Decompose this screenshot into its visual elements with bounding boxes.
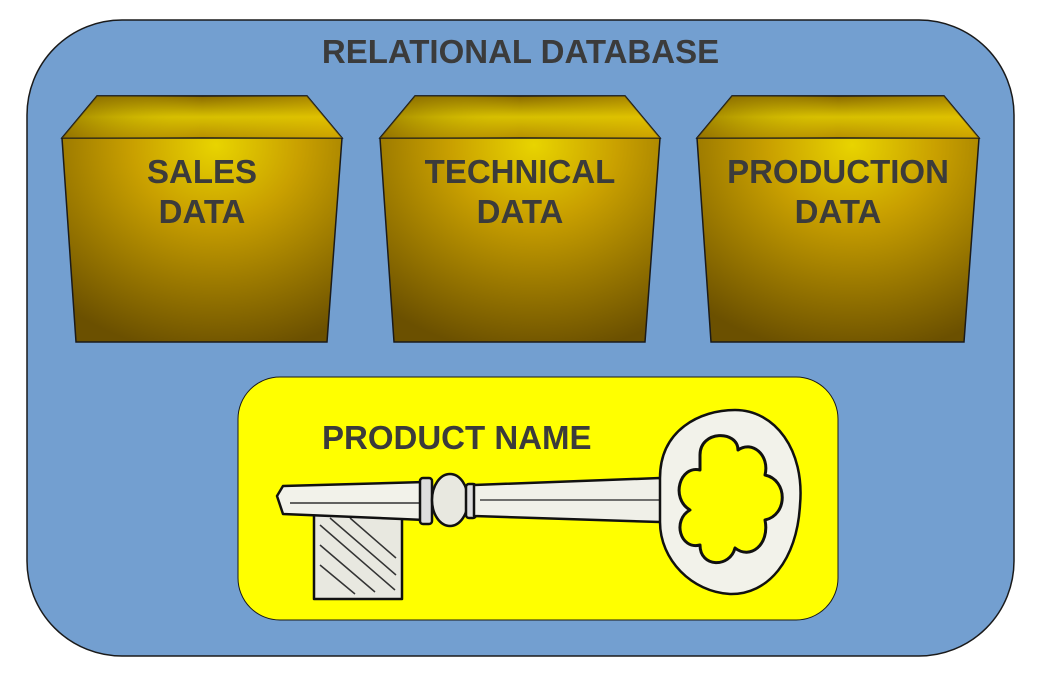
product-name-label: PRODUCT NAME: [322, 419, 592, 456]
technical-data-label: TECHNICAL DATA: [380, 152, 660, 232]
key-icon: [275, 408, 802, 601]
production-data-box: [695, 95, 981, 343]
production-data-label: PRODUCTION DATA: [697, 152, 979, 232]
production-data-label-line2: DATA: [794, 193, 882, 230]
database-title: RELATIONAL DATABASE: [321, 33, 720, 70]
technical-data-box: [378, 95, 662, 343]
technical-data-label-line2: DATA: [476, 193, 564, 230]
sales-data-label: SALES DATA: [62, 152, 342, 232]
production-data-label-line1: PRODUCTION: [727, 153, 949, 190]
technical-data-label-line1: TECHNICAL: [424, 153, 616, 190]
sales-data-label-line1: SALES: [146, 153, 258, 190]
sales-data-label-line2: DATA: [158, 193, 246, 230]
sales-data-box: [60, 95, 344, 343]
